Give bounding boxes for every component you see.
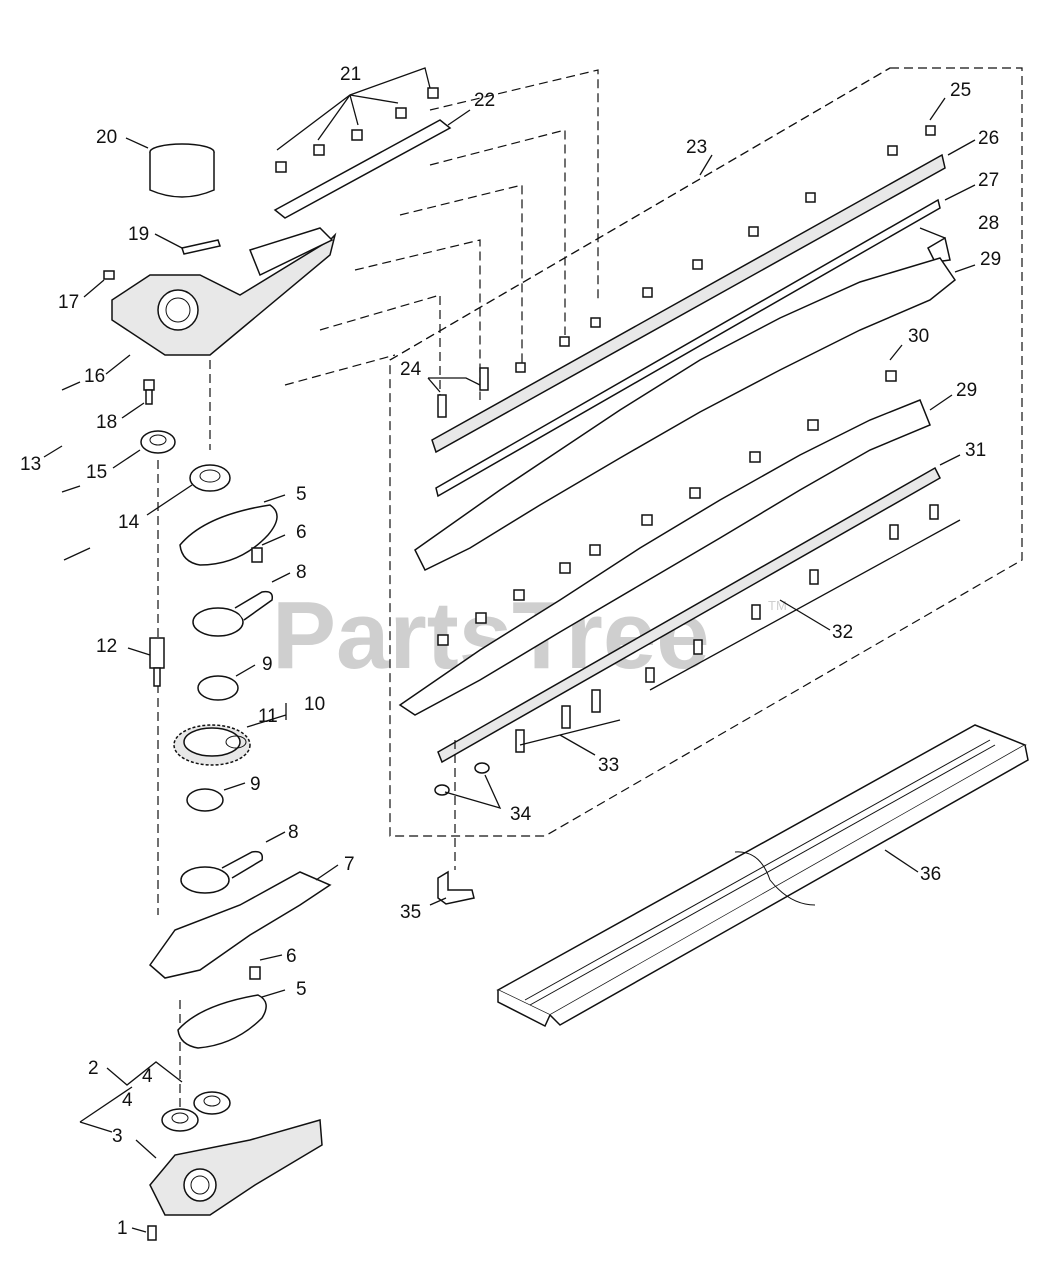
callout-11: 11 bbox=[258, 706, 278, 727]
callout-29a: 29 bbox=[980, 249, 1001, 270]
callout-17: 17 bbox=[58, 292, 79, 313]
part-22-link-plate bbox=[273, 119, 452, 219]
step-leader-2 bbox=[429, 129, 566, 335]
callout-22: 22 bbox=[474, 90, 495, 111]
part-3-lower-gear-case bbox=[149, 1119, 323, 1216]
callout-28: 28 bbox=[978, 213, 999, 234]
callout-23: 23 bbox=[686, 137, 707, 158]
callout-5a: 5 bbox=[296, 484, 307, 505]
callout-35: 35 bbox=[400, 902, 421, 923]
part-36-blade-cover bbox=[496, 724, 1029, 1028]
callout-4a: 4 bbox=[142, 1066, 153, 1087]
step-leader-6 bbox=[284, 354, 396, 386]
part-33-bolts bbox=[515, 689, 601, 753]
part-9-needle-bearing-lower bbox=[186, 788, 224, 812]
part-28-clip bbox=[927, 236, 951, 263]
callout-30: 30 bbox=[908, 326, 929, 347]
part-21-nuts bbox=[275, 87, 439, 173]
part-15-bearing bbox=[140, 430, 176, 454]
callout-31: 31 bbox=[965, 440, 986, 461]
part-19-plate bbox=[181, 239, 221, 255]
callout-9b: 9 bbox=[250, 774, 261, 795]
callout-24: 24 bbox=[400, 359, 422, 380]
callout-20: 20 bbox=[96, 127, 117, 148]
part-35-bracket bbox=[437, 870, 475, 905]
part-18-bolt bbox=[143, 379, 155, 405]
callout-16: 16 bbox=[84, 366, 105, 387]
part-4-bearing-b bbox=[161, 1108, 199, 1132]
part-31-bottom-strip bbox=[437, 466, 941, 764]
part-29-blade-lower bbox=[398, 399, 931, 716]
callout-7: 7 bbox=[344, 854, 355, 875]
part-14-bearing bbox=[189, 464, 231, 492]
part-1-screw bbox=[147, 1225, 157, 1241]
callout-21: 21 bbox=[340, 64, 361, 85]
callout-34: 34 bbox=[510, 804, 532, 825]
callout-33: 33 bbox=[598, 755, 619, 776]
step-leader-5 bbox=[319, 294, 441, 420]
callout-6a: 6 bbox=[296, 522, 307, 543]
part-20-cover bbox=[149, 143, 215, 198]
callout-labels: 1 2 3 4 4 5 5 6 6 7 8 8 9 9 10 11 12 13 … bbox=[20, 64, 1001, 1239]
part-6-pin-lower bbox=[249, 966, 261, 980]
part-27-strip bbox=[435, 198, 941, 498]
part-8-link-upper bbox=[192, 590, 274, 637]
part-25-nuts bbox=[515, 125, 936, 373]
callout-15: 15 bbox=[86, 462, 107, 483]
callout-14: 14 bbox=[118, 512, 140, 533]
part-6-pin-upper bbox=[251, 547, 263, 563]
step-leader-4 bbox=[354, 239, 481, 400]
part-5-plate-lower bbox=[177, 994, 267, 1049]
part-4-bearing-a bbox=[193, 1091, 231, 1115]
callout-1: 1 bbox=[117, 1218, 128, 1239]
callout-36: 36 bbox=[920, 864, 941, 885]
callout-10: 10 bbox=[304, 694, 325, 715]
callout-4b: 4 bbox=[122, 1090, 133, 1111]
callout-13: 13 bbox=[20, 454, 41, 475]
part-16-upper-gear-case bbox=[111, 227, 337, 356]
part-10-gear bbox=[173, 724, 251, 766]
callout-9a: 9 bbox=[262, 654, 273, 675]
part-12-shaft bbox=[149, 637, 165, 687]
blade-frame-top-edge bbox=[389, 67, 891, 361]
blade-assembly-frame bbox=[389, 67, 1023, 837]
callout-2: 2 bbox=[88, 1058, 99, 1079]
leader-lines bbox=[43, 67, 976, 1233]
part-8-link-lower bbox=[180, 850, 264, 894]
part-30-clips bbox=[437, 370, 897, 646]
callout-26: 26 bbox=[978, 128, 999, 149]
callout-27: 27 bbox=[978, 170, 999, 191]
part-24-studs bbox=[437, 367, 489, 418]
callout-3: 3 bbox=[112, 1126, 123, 1147]
part-9-needle-bearing-upper bbox=[197, 675, 239, 701]
callout-29b: 29 bbox=[956, 380, 977, 401]
callout-19: 19 bbox=[128, 224, 149, 245]
step-leader-1 bbox=[429, 69, 599, 300]
callout-18: 18 bbox=[96, 412, 117, 433]
part-7-gasket bbox=[148, 871, 332, 979]
callout-12: 12 bbox=[96, 636, 117, 657]
callout-8a: 8 bbox=[296, 562, 307, 583]
part-26-blade-back bbox=[431, 153, 946, 454]
callout-25: 25 bbox=[950, 80, 971, 101]
part-29-blade-upper bbox=[414, 257, 957, 572]
callout-32: 32 bbox=[832, 622, 853, 643]
part-17-screw bbox=[103, 270, 115, 280]
step-leader-3 bbox=[399, 184, 523, 370]
part-32-bolts bbox=[645, 504, 939, 683]
watermark-trademark: TM bbox=[768, 598, 787, 613]
callout-8b: 8 bbox=[288, 822, 299, 843]
callout-6b: 6 bbox=[286, 946, 297, 967]
part-34-nuts bbox=[434, 762, 490, 796]
part-5-plate-upper bbox=[179, 504, 278, 566]
callout-5b: 5 bbox=[296, 979, 307, 1000]
